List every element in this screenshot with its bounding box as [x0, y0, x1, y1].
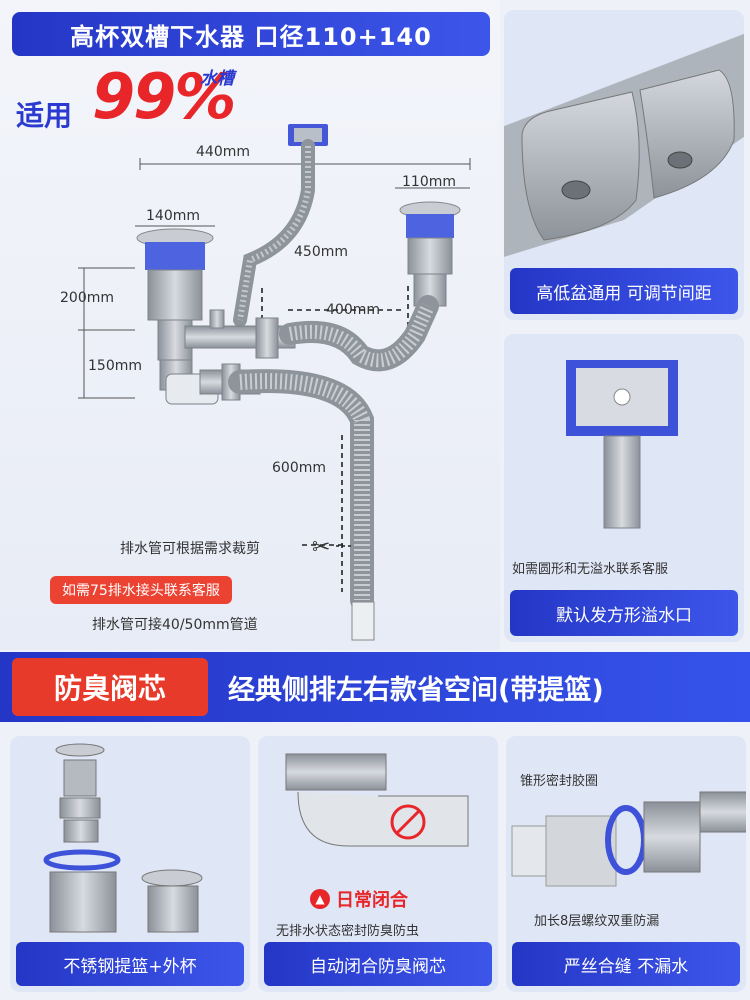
double-sink-image — [504, 33, 744, 257]
applicable-word: 适用 — [16, 99, 73, 132]
overflow-card: 如需圆形和无溢水联系客服 默认发方形溢水口 — [504, 334, 744, 642]
dimension-lines — [78, 158, 471, 399]
double-sink-card: 高低盆通用 可调节间距 — [504, 10, 744, 320]
overflow-caption: 默认发方形溢水口 — [510, 590, 738, 636]
double-sink-caption: 高低盆通用 可调节间距 — [510, 268, 738, 314]
banner-headline: 经典侧排左右款省空间(带提篮) — [228, 674, 604, 706]
valve-card: ▲ 日常闭合 无排水状态密封防臭防虫 自动闭合防臭阀芯 — [258, 736, 498, 992]
warning-icon: ▲ — [310, 889, 330, 909]
basket-caption: 不锈钢提篮+外杯 — [16, 942, 244, 986]
anti-odor-tag: 防臭阀芯 — [12, 658, 208, 716]
thread-label: 加长8层螺纹双重防漏 — [534, 914, 660, 929]
dim-200: 200mm — [60, 290, 114, 306]
connect-note: 排水管可接40/50mm管道 — [92, 617, 258, 633]
daily-closed-badge: ▲ 日常闭合 — [310, 886, 408, 912]
basket-card: 不锈钢提篮+外杯 — [10, 736, 250, 992]
cut-note: 排水管可根据需求裁剪 — [120, 541, 260, 557]
daily-closed-label: 日常闭合 — [336, 890, 408, 911]
basket-exploded-image — [43, 743, 203, 933]
overflow-note: 如需圆形和无溢水联系客服 — [512, 562, 669, 577]
valve-caption: 自动闭合防臭阀芯 — [264, 942, 492, 986]
seal-caption: 严丝合缝 不漏水 — [512, 942, 740, 986]
dim-440: 440mm — [196, 144, 250, 160]
overflow-image — [566, 360, 678, 529]
dim-110: 110mm — [402, 174, 456, 190]
dim-400: 400mm — [326, 302, 380, 318]
applicable-target: 水槽 — [200, 69, 234, 89]
dim-140: 140mm — [146, 208, 200, 224]
valve-image — [285, 753, 469, 847]
applicable-percent: 99% — [92, 60, 236, 133]
valve-desc: 无排水状态密封防臭防虫 — [276, 924, 420, 939]
svg-text:✂: ✂ — [312, 535, 330, 560]
product-title: 高杯双槽下水器 口径110+140 — [12, 12, 490, 56]
pipe-diagram: ✂ — [78, 124, 471, 641]
cone-seal-label: 锥形密封胶圈 — [520, 774, 599, 789]
dim-150: 150mm — [88, 358, 142, 374]
product-diagram-panel: 高杯双槽下水器 口径110+140 适用 99% 水槽 — [0, 0, 500, 650]
feature-banner: 防臭阀芯 经典侧排左右款省空间(带提篮) — [0, 652, 750, 722]
customer-service-note: 如需75排水接头联系客服 — [50, 576, 232, 604]
dim-450: 450mm — [294, 244, 348, 260]
dim-600: 600mm — [272, 460, 326, 476]
seal-image — [511, 791, 746, 887]
seal-card: 锥形密封胶圈 加长8层螺纹双重防漏 严丝合缝 不漏水 — [506, 736, 746, 992]
